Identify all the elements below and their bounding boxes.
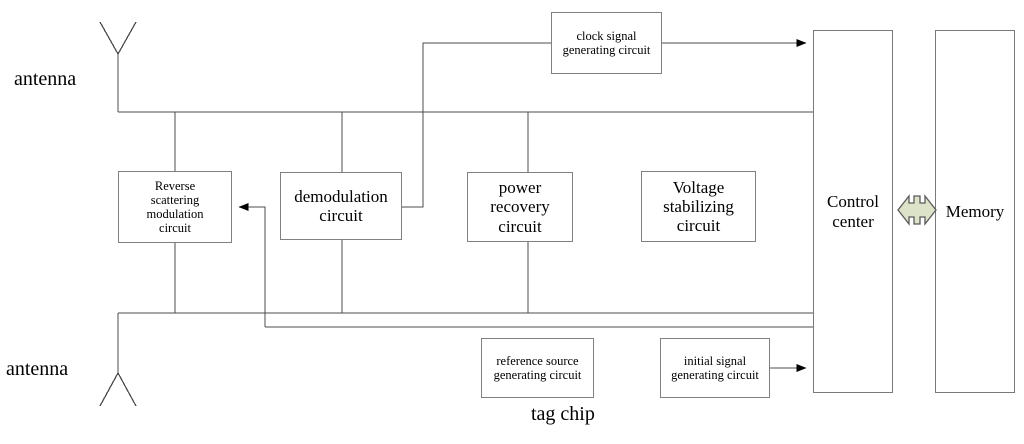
reverse-scattering-line4: circuit	[159, 221, 191, 235]
label-tag-chip: tag chip	[531, 403, 595, 425]
label-antenna-top: antenna	[14, 68, 77, 90]
block-reverse-scattering-modulation-circuit[interactable]: Reverse scattering modulation circuit	[118, 171, 232, 243]
control-center-line1: Control	[827, 192, 879, 212]
block-demodulation-circuit[interactable]: demodulation circuit	[280, 172, 402, 240]
initial-signal-line1: initial signal	[683, 354, 747, 368]
initial-signal-line2: generating circuit	[671, 368, 759, 382]
reference-source-line2: generating circuit	[493, 368, 582, 382]
block-clock-signal-generating-circuit[interactable]: clock signal generating circuit	[551, 12, 662, 74]
voltage-stabilizing-line2: stabilizing	[663, 196, 734, 216]
control-center-line2: center	[832, 211, 874, 231]
reverse-scattering-line1: Reverse	[154, 179, 196, 193]
voltage-stabilizing-line1: Voltage	[672, 177, 725, 197]
clock-signal-line2: generating circuit	[562, 43, 651, 57]
wire-demod-to-reverse	[238, 203, 266, 327]
antenna-dipole-up-icon	[99, 21, 137, 112]
label-antenna-bottom: antenna	[6, 358, 69, 380]
power-recovery-line3: circuit	[498, 216, 542, 236]
clock-signal-line1: clock signal	[576, 29, 637, 43]
memory-label: Memory	[945, 201, 1005, 221]
block-initial-signal-generating-circuit[interactable]: initial signal generating circuit	[660, 338, 770, 398]
block-memory[interactable]: Memory	[935, 30, 1015, 393]
demodulation-line1: demodulation	[294, 186, 388, 206]
block-voltage-stabilizing-circuit[interactable]: Voltage stabilizing circuit	[641, 171, 756, 242]
reference-source-line1: reference source	[496, 354, 579, 368]
bidirectional-arrow-icon	[897, 194, 937, 226]
block-control-center[interactable]: Control center	[813, 30, 893, 393]
power-recovery-line2: recovery	[490, 197, 550, 217]
voltage-stabilizing-line3: circuit	[676, 216, 721, 236]
wire-demod-to-clock	[402, 42, 551, 208]
block-power-recovery-circuit[interactable]: power recovery circuit	[467, 172, 573, 242]
block-reference-source-generating-circuit[interactable]: reference source generating circuit	[481, 338, 594, 398]
demodulation-line2: circuit	[319, 206, 363, 225]
reverse-scattering-line3: modulation	[146, 207, 204, 221]
reverse-scattering-line2: scattering	[150, 193, 200, 207]
power-recovery-line1: power	[498, 178, 542, 198]
antenna-dipole-down-icon	[99, 313, 137, 407]
